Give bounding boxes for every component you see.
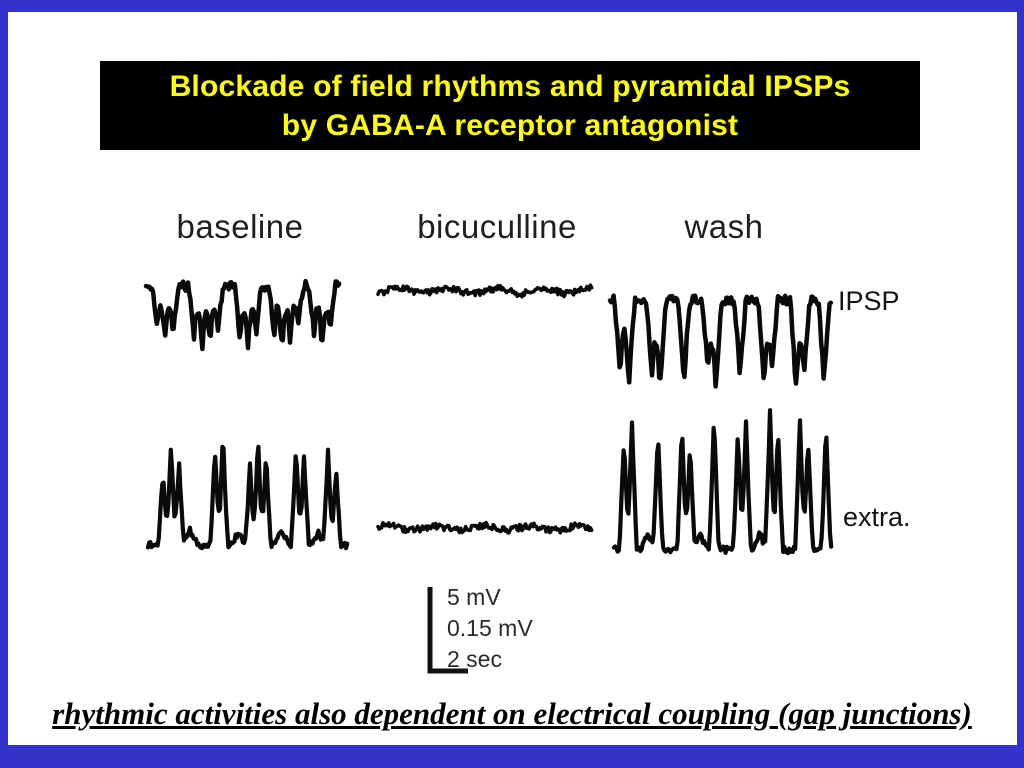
title-banner: Blockade of field rhythms and pyramidal … bbox=[100, 61, 920, 150]
caption: rhythmic activities also dependent on el… bbox=[52, 696, 972, 731]
scale-label-015mv: 0.15 mV bbox=[447, 615, 533, 641]
condition-label-wash: wash bbox=[684, 208, 764, 245]
scale-label-5mv: 5 mV bbox=[447, 584, 501, 610]
row-label-ipsp: IPSP bbox=[838, 286, 900, 316]
row-label-extra: extra. bbox=[843, 502, 911, 532]
condition-label-bicuculline: bicuculline bbox=[417, 208, 577, 245]
scale-label-2sec: 2 sec bbox=[447, 646, 502, 672]
title-line-1: Blockade of field rhythms and pyramidal … bbox=[169, 69, 851, 103]
condition-label-baseline: baseline bbox=[176, 208, 304, 245]
title-line-2: by GABA-A receptor antagonist bbox=[281, 108, 739, 142]
scale-bar-labels: 5 mV 0.15 mV 2 sec bbox=[447, 582, 533, 675]
